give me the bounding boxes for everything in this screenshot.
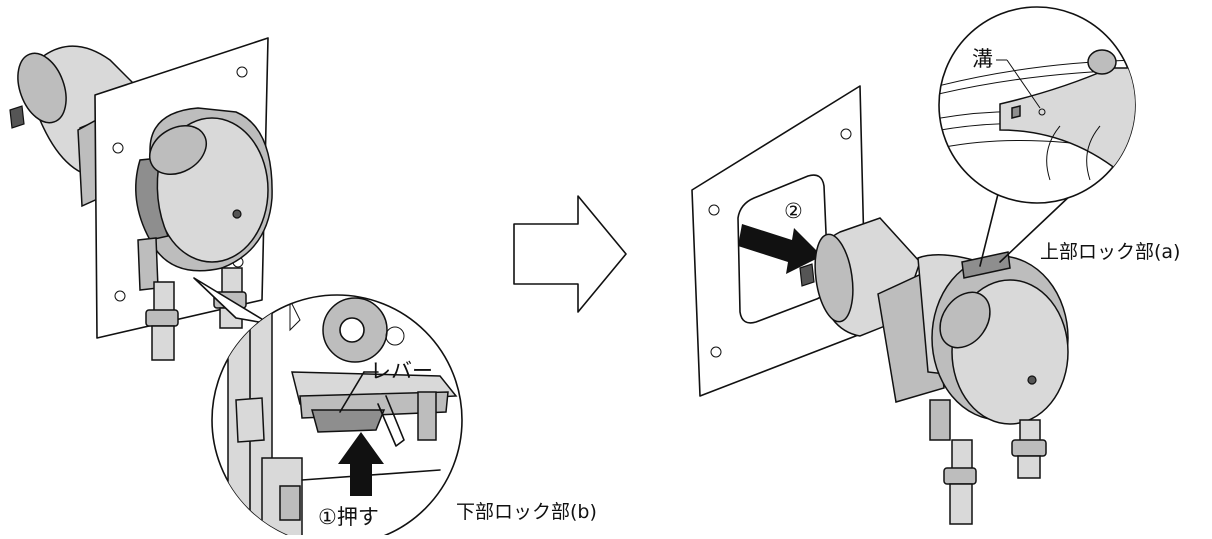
- push-label: ①押す: [318, 505, 379, 529]
- transition-arrow: [513, 195, 627, 313]
- left-pump-assembly: [9, 37, 273, 361]
- groove-point: [1038, 108, 1046, 116]
- left-fitting-b: [221, 267, 243, 295]
- left-fitting-a: [153, 281, 175, 313]
- right-fitting-b: [1019, 419, 1041, 443]
- groove-leader: [1006, 59, 1041, 109]
- lower-lock-label: 下部ロック部(b): [456, 501, 597, 523]
- upper-lock-label: 上部ロック部(a): [1040, 241, 1180, 263]
- pull-arrow: [738, 224, 822, 274]
- lower-lock-detail: [211, 294, 463, 539]
- lever-label: レバー: [370, 359, 433, 383]
- upper-lock-detail: [938, 6, 1136, 204]
- groove-label: 溝: [972, 47, 993, 71]
- right-pump-assembly: [691, 85, 1069, 525]
- push-arrow: [338, 432, 384, 496]
- step2-label: ②: [784, 199, 803, 223]
- right-fitting-a: [951, 439, 973, 471]
- lever: [311, 409, 386, 433]
- left-callout-wedge: [193, 277, 271, 325]
- right-callout-line-a: [979, 185, 1001, 267]
